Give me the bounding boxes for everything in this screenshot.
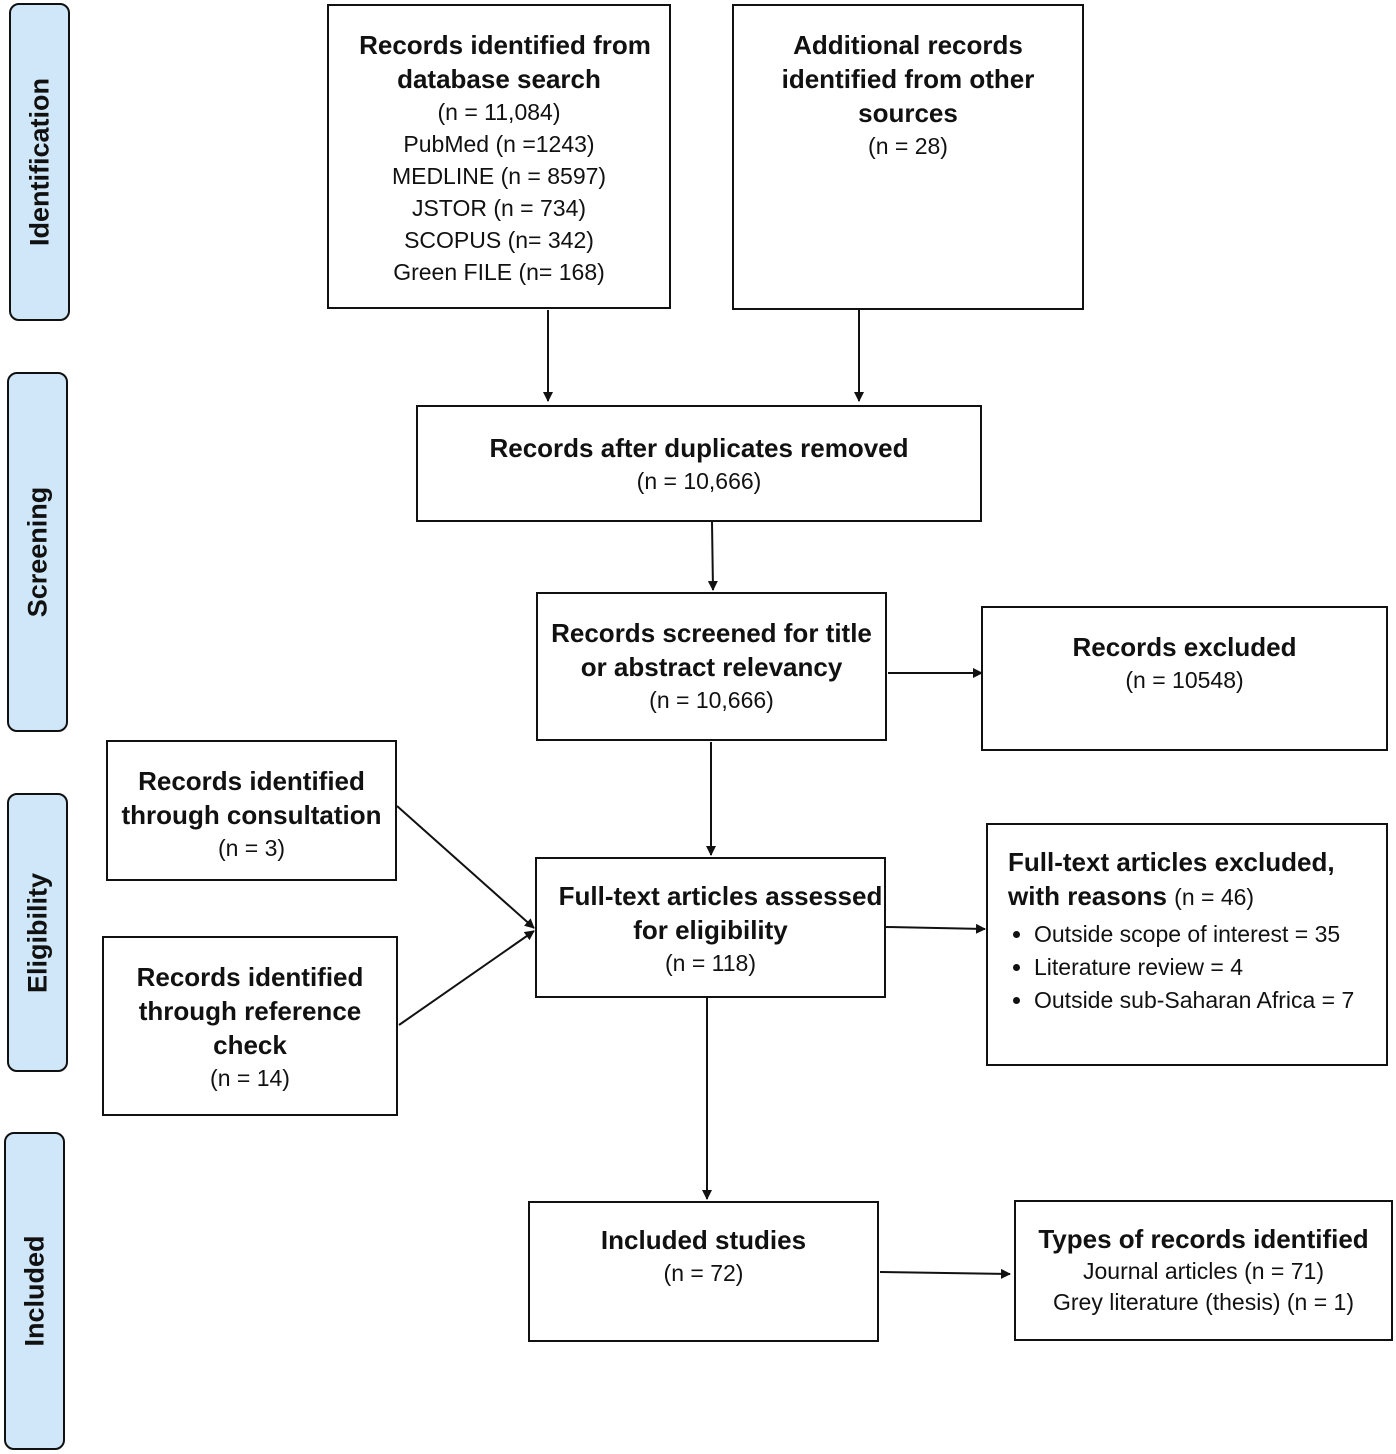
box-fulltext-excluded: Full-text articles excluded, with reason… (986, 823, 1388, 1066)
reference-check-title-line2: through reference (138, 996, 362, 1026)
exclusion-reason: Literature review = 4 (1034, 951, 1378, 984)
other-sources-title-line3: sources (858, 98, 958, 128)
box-other-sources: Additional records identified from other… (732, 4, 1084, 310)
arrow-included-to-types (879, 1268, 1011, 1279)
exclusion-reason: Outside scope of interest = 35 (1034, 918, 1378, 951)
database-search-title-line1: Records identified from (359, 30, 651, 60)
duplicates-removed-title: Records after duplicates removed (489, 433, 909, 463)
database-search-count: (n = 11,084) (437, 99, 561, 125)
included-studies-count: (n = 72) (663, 1260, 744, 1286)
reference-check-count: (n = 14) (210, 1065, 290, 1091)
record-type-journal-articles: Journal articles (n = 71) (1083, 1258, 1324, 1284)
exclusion-reason: Outside sub-Saharan Africa = 7 (1034, 984, 1378, 1017)
other-sources-title-line2: identified from other (781, 64, 1035, 94)
duplicates-removed-count: (n = 10,666) (636, 468, 762, 494)
arrow-consultation-to-fulltext (396, 805, 535, 929)
phase-eligibility: Eligibility (7, 793, 68, 1072)
fulltext-excluded-title-line2: with reasons (1008, 881, 1167, 911)
phase-eligibility-label: Eligibility (22, 872, 52, 993)
phase-identification-label: Identification (24, 78, 54, 246)
arrow-fulltext-to-excluded (885, 923, 986, 934)
phase-included-label: Included (19, 1235, 49, 1347)
phase-screening-label: Screening (22, 486, 52, 618)
other-sources-count: (n = 28) (868, 133, 948, 159)
box-database-search: Records identified from database search … (327, 4, 671, 309)
fulltext-title-line2: for eligibility (633, 915, 788, 945)
phase-identification: Identification (9, 3, 70, 321)
exclusion-reasons-list: Outside scope of interest = 35 Literatur… (1008, 918, 1378, 1017)
box-consultation: Records identified through consultation … (106, 740, 397, 881)
other-sources-title-line1: Additional records (793, 30, 1023, 60)
fulltext-excluded-count: (n = 46) (1174, 884, 1255, 910)
arrow-duplicates-to-screened (707, 521, 718, 591)
phase-included: Included (4, 1132, 65, 1450)
record-type-grey-literature: Grey literature (thesis) (n = 1) (1052, 1289, 1354, 1315)
box-included-studies: Included studies (n = 72) (528, 1201, 879, 1342)
box-reference-check: Records identified through reference che… (102, 936, 398, 1116)
arrow-reference-to-fulltext (398, 930, 535, 1026)
reference-check-title-line3: check (213, 1030, 287, 1060)
consultation-title-line2: through consultation (121, 800, 382, 830)
database-search-title-line2: database search (397, 64, 601, 94)
fulltext-title-line1: Full-text articles assessed (558, 881, 883, 911)
fulltext-excluded-title-line1: Full-text articles excluded, (1008, 847, 1335, 877)
source-greenfile: Green FILE (n= 168) (393, 259, 605, 285)
records-excluded-count: (n = 10548) (1125, 667, 1244, 693)
source-medline: MEDLINE (n = 8597) (391, 163, 607, 189)
consultation-count: (n = 3) (217, 835, 286, 861)
box-screened: Records screened for title or abstract r… (536, 592, 887, 741)
box-records-excluded: Records excluded (n = 10548) (981, 606, 1388, 751)
source-jstor: JSTOR (n = 734) (411, 195, 587, 221)
source-pubmed: PubMed (n =1243) (403, 131, 595, 157)
fulltext-excluded-title-line2-wrap: with reasons (n = 46) (1008, 879, 1378, 914)
reference-check-title-line1: Records identified (136, 962, 364, 992)
consultation-title-line1: Records identified (138, 766, 365, 796)
box-duplicates-removed: Records after duplicates removed (n = 10… (416, 405, 982, 522)
included-studies-title: Included studies (600, 1225, 807, 1255)
records-excluded-title: Records excluded (1072, 632, 1297, 662)
screened-title-line2: or abstract relevancy (580, 652, 843, 682)
record-types-title: Types of records identified (1038, 1224, 1369, 1254)
screened-count: (n = 10,666) (649, 687, 774, 713)
phase-screening: Screening (7, 372, 68, 732)
source-scopus: SCOPUS (n= 342) (404, 227, 594, 253)
screened-title-line1: Records screened for title (551, 618, 872, 648)
fulltext-count: (n = 118) (665, 950, 756, 976)
box-fulltext-assessed: Full-text articles assessed for eligibil… (535, 857, 886, 998)
box-record-types: Types of records identified Journal arti… (1014, 1200, 1393, 1341)
